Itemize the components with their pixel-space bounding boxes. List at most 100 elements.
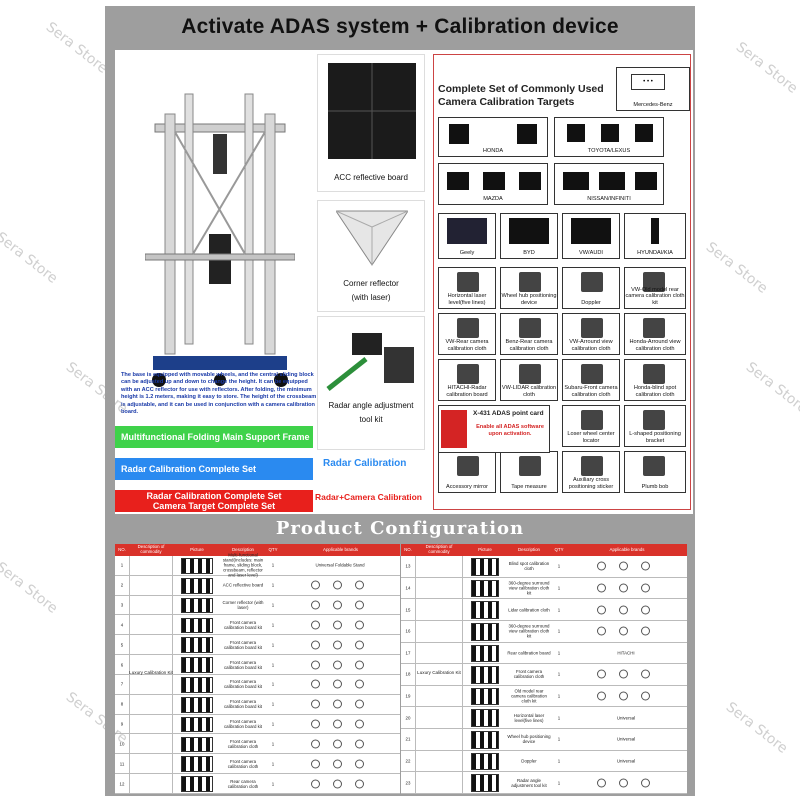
- tool-item: Honda-Arround view calibration cloth: [624, 313, 686, 355]
- row-picture: [181, 696, 213, 713]
- target-mazda: MAZDA: [438, 163, 548, 205]
- tool-caption: VW-Old model rear camera calibration clo…: [625, 286, 685, 306]
- radar-tool-subcaption: tool kit: [359, 415, 383, 424]
- tool-caption: Loser wheel center locator: [567, 431, 615, 444]
- brand-logo-icon: [333, 660, 342, 670]
- row-picture: [181, 657, 213, 673]
- row-description: Horizontal laser level(five lines): [513, 712, 545, 723]
- row-picture: [181, 558, 213, 574]
- brand-logo-icon: [619, 669, 628, 679]
- brand-logo-icon: [333, 620, 342, 630]
- row-number: 6: [120, 662, 124, 668]
- brand-logo-icon: [311, 620, 320, 630]
- row-description: Front camera calibration cloth: [227, 758, 259, 769]
- watermark: Sera Store: [0, 559, 61, 617]
- tool-item: Subaru-Front camera calibration cloth: [562, 359, 620, 401]
- row-number: 16: [405, 628, 411, 634]
- row-number: 11: [119, 761, 125, 767]
- row-picture: [181, 716, 213, 733]
- watermark: Sera Store: [722, 699, 791, 757]
- brand-logo-icon: [597, 669, 606, 679]
- group-label-left: Luxury Calibration Kit: [129, 670, 173, 675]
- brand-logo-icon: [641, 778, 650, 788]
- row-picture: [181, 617, 213, 634]
- honda-caption: HONDA: [482, 147, 504, 154]
- tool-caption: Wheel hub positioning device: [501, 293, 557, 306]
- tool-image: [643, 456, 665, 476]
- radar-tool-image: [326, 333, 414, 391]
- watermark: Sera Store: [0, 229, 61, 287]
- tool-caption: HITACHI-Radar calibration board: [446, 385, 488, 398]
- point-card-title: X-431 ADAS point card: [473, 410, 544, 417]
- watermark: Sera Store: [742, 359, 800, 417]
- brand-logo-icon: [311, 679, 320, 689]
- tool-item: VW-Rear camera calibration cloth: [438, 313, 496, 355]
- brand-logo-icon: [619, 583, 628, 593]
- row-picture: [471, 752, 499, 771]
- tool-item: Doppler: [562, 267, 620, 309]
- mazda-caption: MAZDA: [483, 195, 503, 202]
- tool-image: [581, 318, 603, 338]
- brand-logo-icon: [355, 759, 364, 769]
- top-section: The base is equipped with movable wheels…: [115, 50, 693, 514]
- row-description: Corner reflector (with laser): [222, 600, 264, 611]
- row-qty: 1: [271, 602, 275, 608]
- brand-logo-icon: [311, 660, 320, 670]
- tool-image: [643, 318, 665, 338]
- row-qty: 1: [557, 585, 561, 591]
- tool-item: Auxiliary cross positioning sticker: [562, 451, 620, 493]
- tool-image: [581, 364, 603, 384]
- row-picture: [181, 736, 213, 753]
- row-description: Front camera calibration board kit: [223, 699, 263, 710]
- row-qty: 1: [271, 622, 275, 628]
- config-header-left: NO. Description of commodity Picture Des…: [115, 544, 400, 556]
- brand-logo-icon: [641, 561, 650, 571]
- row-qty: 1: [271, 761, 275, 767]
- tool-image: [457, 318, 479, 338]
- tool-item: Tape measure: [500, 451, 558, 493]
- row-qty: 1: [557, 780, 561, 786]
- row-description: ACC reflective board: [222, 582, 264, 588]
- row-description: Front camera calibration board kit: [223, 679, 263, 690]
- row-number: 22: [405, 758, 411, 764]
- table-row: 11 Front camera calibration cloth 1: [115, 754, 400, 775]
- config-table-left: NO. Description of commodity Picture Des…: [115, 544, 400, 794]
- row-description: Wheel hub positioning device: [507, 734, 551, 745]
- row-picture: [471, 622, 499, 641]
- tool-image: [643, 410, 665, 430]
- radar-calibration-text: Radar Calibration: [323, 458, 407, 469]
- red-label-line-1: Radar Calibration Complete Set: [146, 491, 282, 501]
- tool-caption: Horizontal laser level(five lines): [447, 293, 487, 306]
- tool-caption: Tape measure: [511, 483, 547, 490]
- row-qty: 1: [557, 736, 561, 742]
- row-picture: [181, 756, 213, 773]
- brand-logo-icon: [311, 699, 320, 709]
- row-number: 21: [405, 736, 411, 742]
- brand-logo-icon: [333, 580, 342, 590]
- config-title: Product Configuration: [275, 517, 525, 539]
- row-description: Front camera calibration board kit: [223, 639, 263, 650]
- brand-logo-icon: [597, 626, 606, 636]
- tool-item: VW-Arround view calibration cloth: [562, 313, 620, 355]
- brand-logo-icon: [311, 739, 320, 749]
- brand-logo-icon: [311, 640, 320, 650]
- row-number: 9: [120, 721, 124, 727]
- tool-item: VW-LIDAR calibration cloth: [500, 359, 558, 401]
- tool-caption: Plumb bob: [641, 483, 669, 490]
- tool-caption: Subaru-Front camera calibration cloth: [564, 385, 618, 398]
- config-table-right: NO. Description of commodity Picture Des…: [401, 544, 687, 794]
- row-qty: 1: [557, 671, 561, 677]
- row-brand: Universal: [616, 758, 636, 764]
- hyundai-caption: HYUNDAI/KIA: [637, 249, 673, 256]
- row-qty: 1: [557, 607, 561, 613]
- tool-image: [581, 410, 603, 430]
- row-picture: [181, 597, 213, 614]
- frame-note: The base is equipped with movable wheels…: [121, 372, 317, 416]
- row-qty: 1: [271, 701, 275, 707]
- brand-logo-icon: [641, 626, 650, 636]
